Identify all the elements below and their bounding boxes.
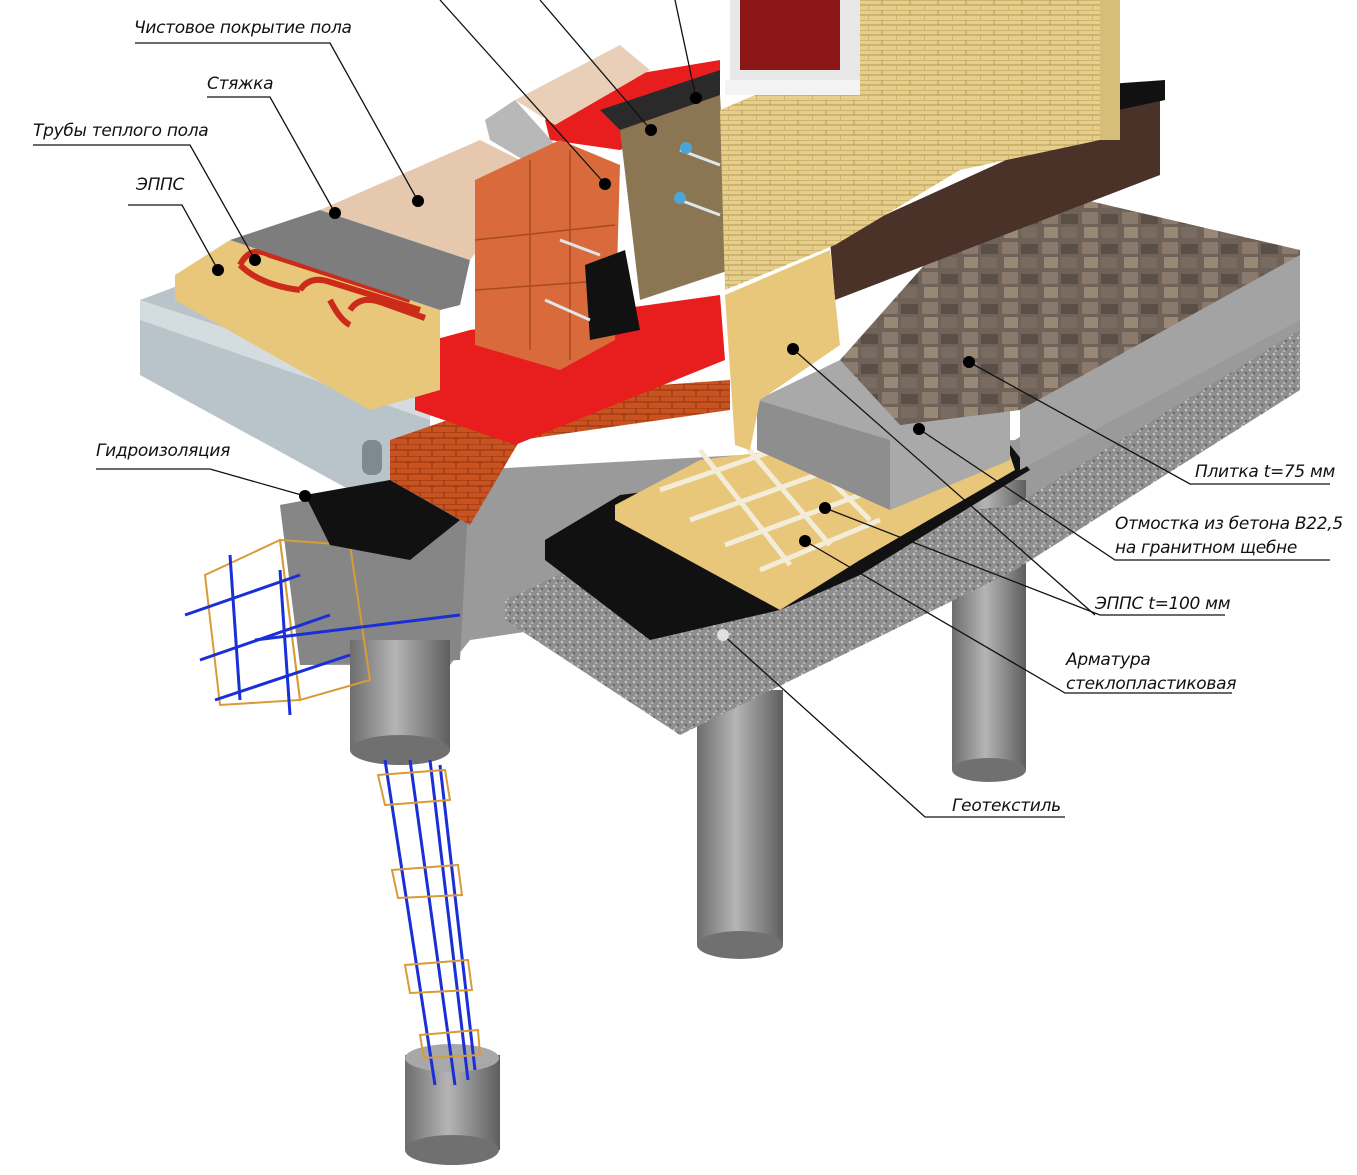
label-heated-floor-pipes: Трубы теплого пола — [33, 121, 209, 141]
waterproofing-strip — [305, 480, 460, 560]
ceramic-blocks — [474, 140, 640, 370]
label-geotextile: Геотекстиль — [952, 796, 1061, 816]
pile-rebar-cage — [376, 759, 482, 1086]
label-rebar-2: стеклопластиковая — [1066, 674, 1237, 694]
epps-floor — [175, 240, 440, 410]
pile-left-upper — [350, 640, 450, 765]
label-screed: Стяжка — [207, 74, 274, 94]
label-tile: Плитка t=75 мм — [1195, 462, 1336, 482]
label-waterproofing: Гидроизоляция — [96, 441, 230, 461]
epps-vertical — [725, 250, 840, 450]
label-epps: ЭППС — [136, 175, 185, 195]
label-finish-floor: Чистовое покрытие пола — [134, 18, 352, 38]
pile-middle — [697, 690, 783, 959]
grillage-rebar — [184, 538, 461, 716]
label-blind-area-2: на гранитном щебне — [1115, 538, 1298, 558]
screed-layer — [230, 210, 470, 310]
label-epps-100: ЭППС t=100 мм — [1095, 594, 1231, 614]
leader-dots — [212, 92, 975, 641]
window-frame — [725, 0, 860, 95]
wall-anchors — [544, 142, 721, 322]
label-blind-area-1: Отмостка из бетона В22,5 — [1115, 514, 1343, 534]
leader-lines — [33, 0, 1330, 818]
label-rebar-1: Арматура — [1066, 650, 1151, 670]
